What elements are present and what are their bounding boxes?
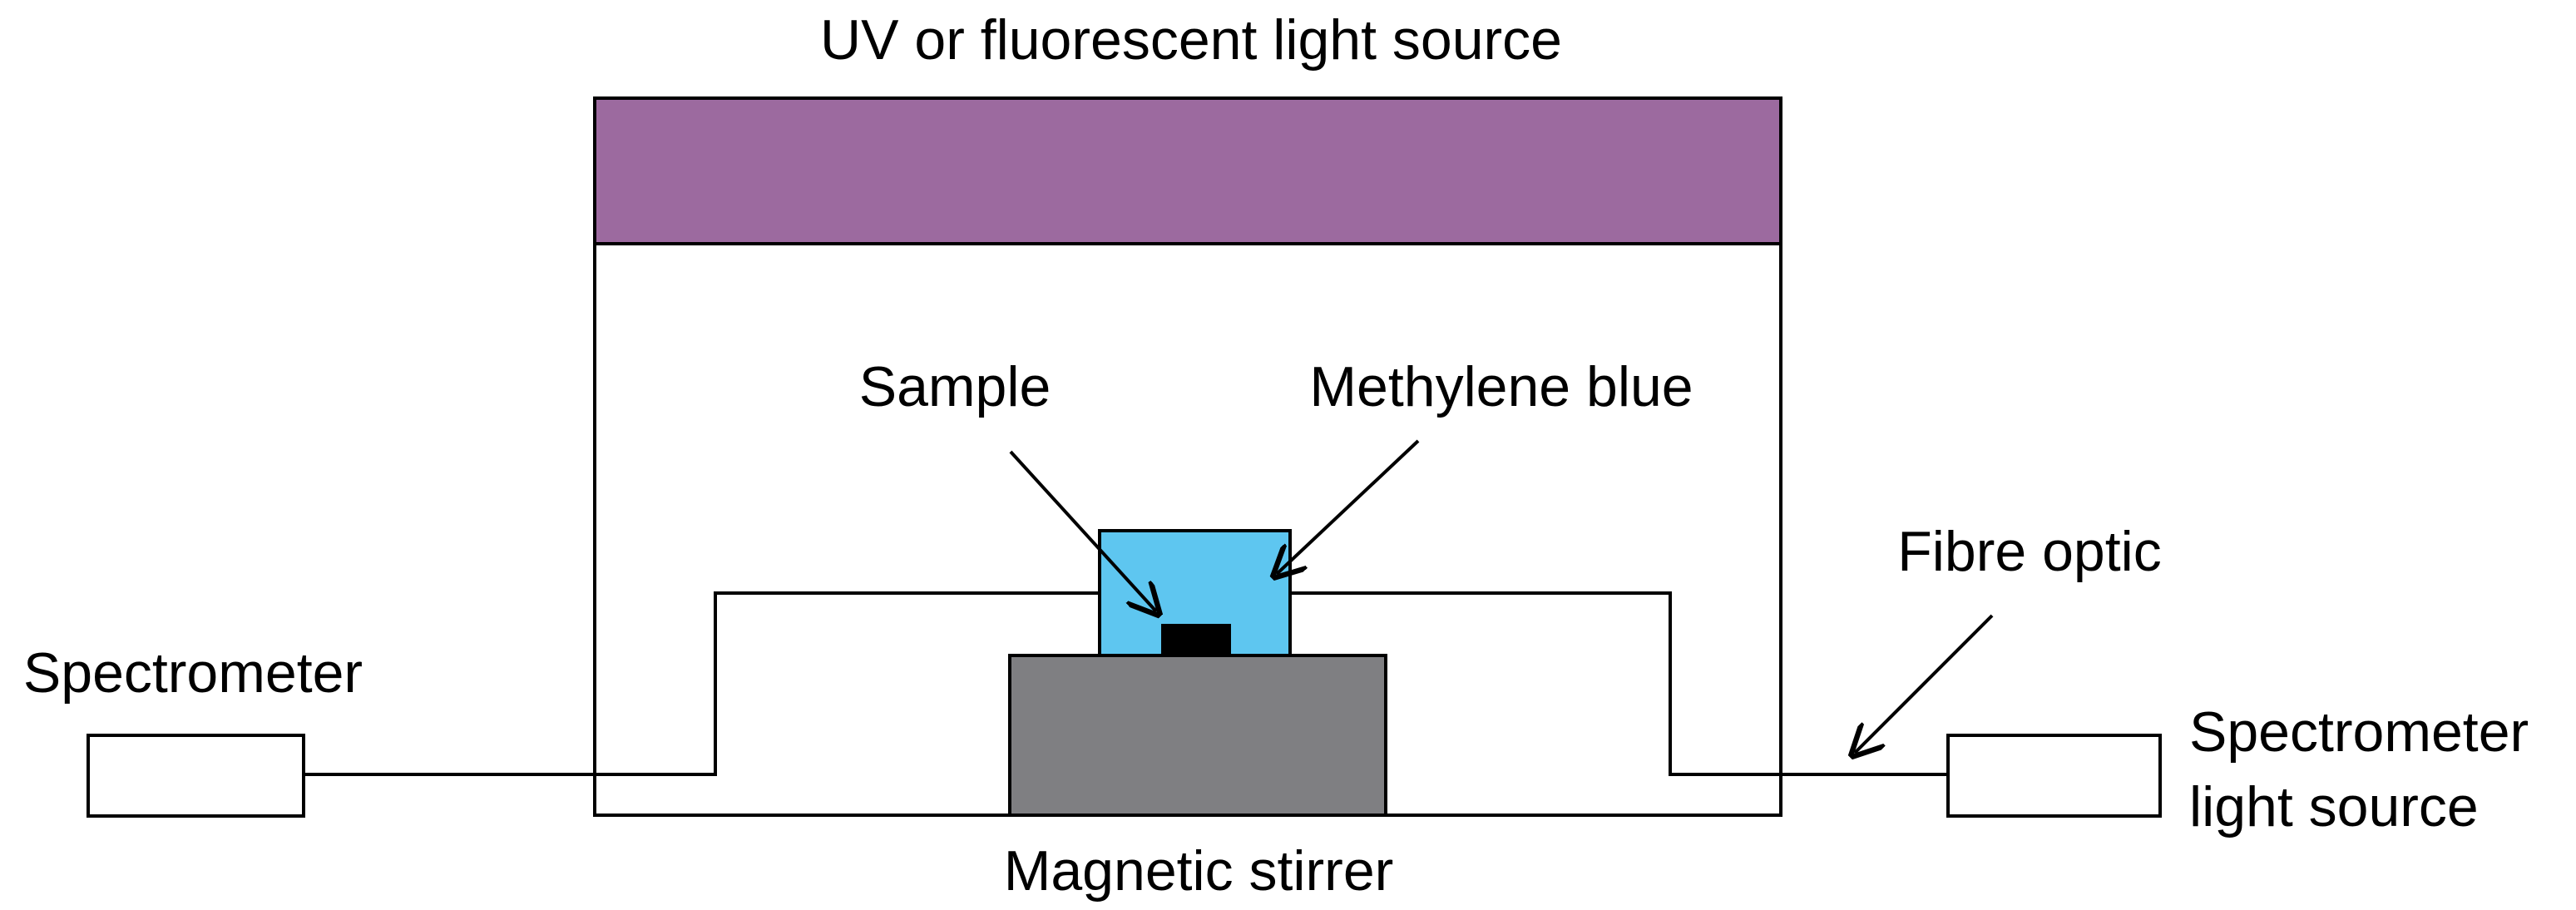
fibre-optic-pointer-arrow — [1855, 614, 1994, 753]
sample-label: Sample — [859, 355, 1051, 418]
sample-block — [1161, 624, 1231, 655]
magnetic-stirrer-label: Magnetic stirrer — [1004, 839, 1394, 903]
light-source-bar — [593, 96, 1782, 245]
methylene-blue-label: Methylene blue — [1309, 355, 1693, 418]
spectrometer-light-source-box — [1946, 734, 2162, 818]
spectrometer-light-source-label-line2: light source — [2189, 775, 2479, 838]
fibre-optic-left — [304, 591, 1100, 776]
light-source-label: UV or fluorescent light source — [820, 8, 1562, 72]
magnetic-stirrer-block — [1008, 654, 1387, 817]
methylene-blue-pointer-arrow — [1277, 439, 1420, 574]
sample-pointer-arrow — [1009, 450, 1156, 611]
fibre-optic-label: Fibre optic — [1897, 520, 2161, 583]
spectrometer-label: Spectrometer — [23, 641, 363, 705]
spectrometer-light-source-label-line1: Spectrometer — [2189, 700, 2529, 764]
fibre-optic-right — [1290, 591, 1948, 776]
spectrometer-box — [87, 734, 305, 818]
